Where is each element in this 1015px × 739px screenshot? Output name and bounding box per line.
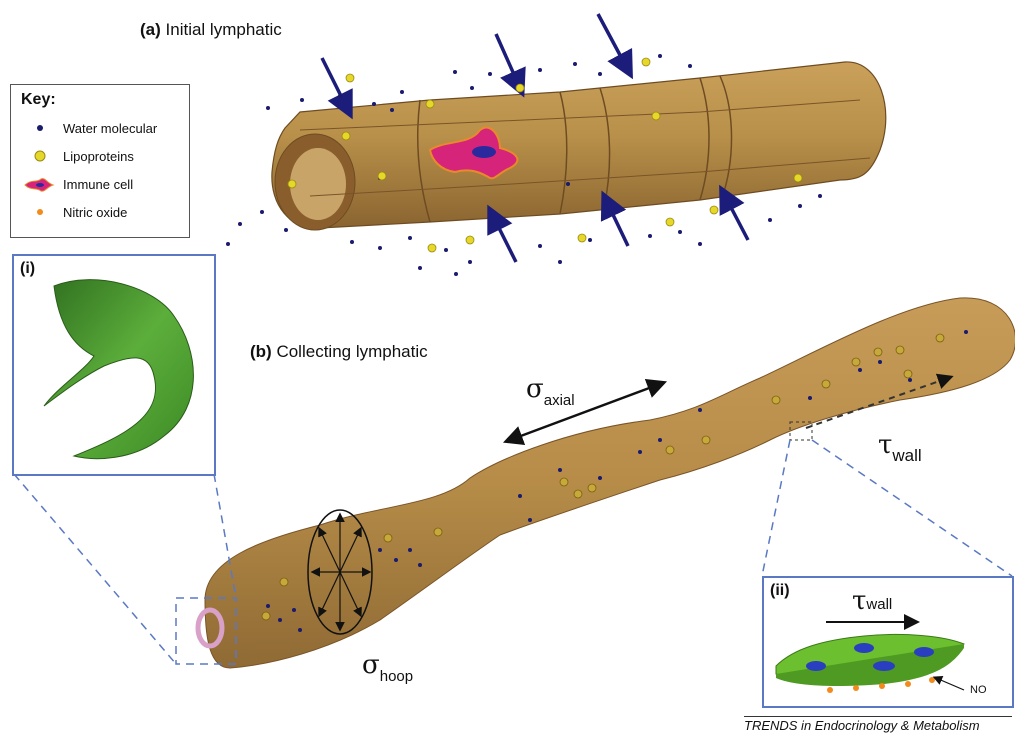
inset-ii-connectors (762, 440, 1012, 576)
sigma-axial-symbol: σ (526, 374, 544, 404)
wall-subscript: wall (866, 596, 892, 613)
initial-lymphatic-tube (272, 62, 886, 230)
hoop-subscript: hoop (380, 668, 413, 685)
sigma-hoop-symbol: σ (362, 650, 380, 680)
title-b-text: Collecting lymphatic (276, 342, 427, 361)
inset-ii: (ii) τwall NO (762, 576, 1014, 708)
title-a-label: (a) (140, 20, 161, 39)
inset-i: (i) (12, 254, 216, 476)
title-b-label: (b) (250, 342, 272, 361)
nitric-oxide-icon (35, 207, 45, 217)
key-item-immune-cell: Immune cell (63, 177, 133, 192)
inset-i-connectors (14, 474, 236, 664)
key-title: Key: (21, 91, 56, 109)
title-a-text: Initial lymphatic (166, 20, 282, 39)
wall-main-subscript: wall (892, 446, 921, 465)
green-vessel-section-icon (14, 256, 214, 474)
tau-wall-symbol: τ (878, 430, 892, 460)
axial-subscript: axial (544, 392, 575, 409)
key-item-water: Water molecular (63, 121, 157, 136)
sigma-axial-label: σaxial (526, 374, 575, 404)
journal-footer: TRENDS in Endocrinology & Metabolism (744, 716, 1012, 733)
key-item-lipoproteins: Lipoproteins (63, 149, 134, 164)
tau-wall-label: τwall (878, 430, 922, 460)
legend-key: Key: Water molecular Lipoproteins Immune… (10, 84, 190, 238)
title-b: (b) Collecting lymphatic (250, 342, 428, 362)
tau-symbol: τ (852, 586, 866, 616)
lipoprotein-icon (33, 149, 47, 163)
title-a: (a) Initial lymphatic (140, 20, 282, 40)
water-dot-icon (35, 123, 45, 133)
tau-wall-inset-label: τwall (852, 586, 892, 616)
immune-cell-icon (23, 177, 55, 193)
sigma-hoop-label: σhoop (362, 650, 413, 680)
no-label: NO (970, 684, 987, 696)
key-item-nitric-oxide: Nitric oxide (63, 205, 127, 220)
